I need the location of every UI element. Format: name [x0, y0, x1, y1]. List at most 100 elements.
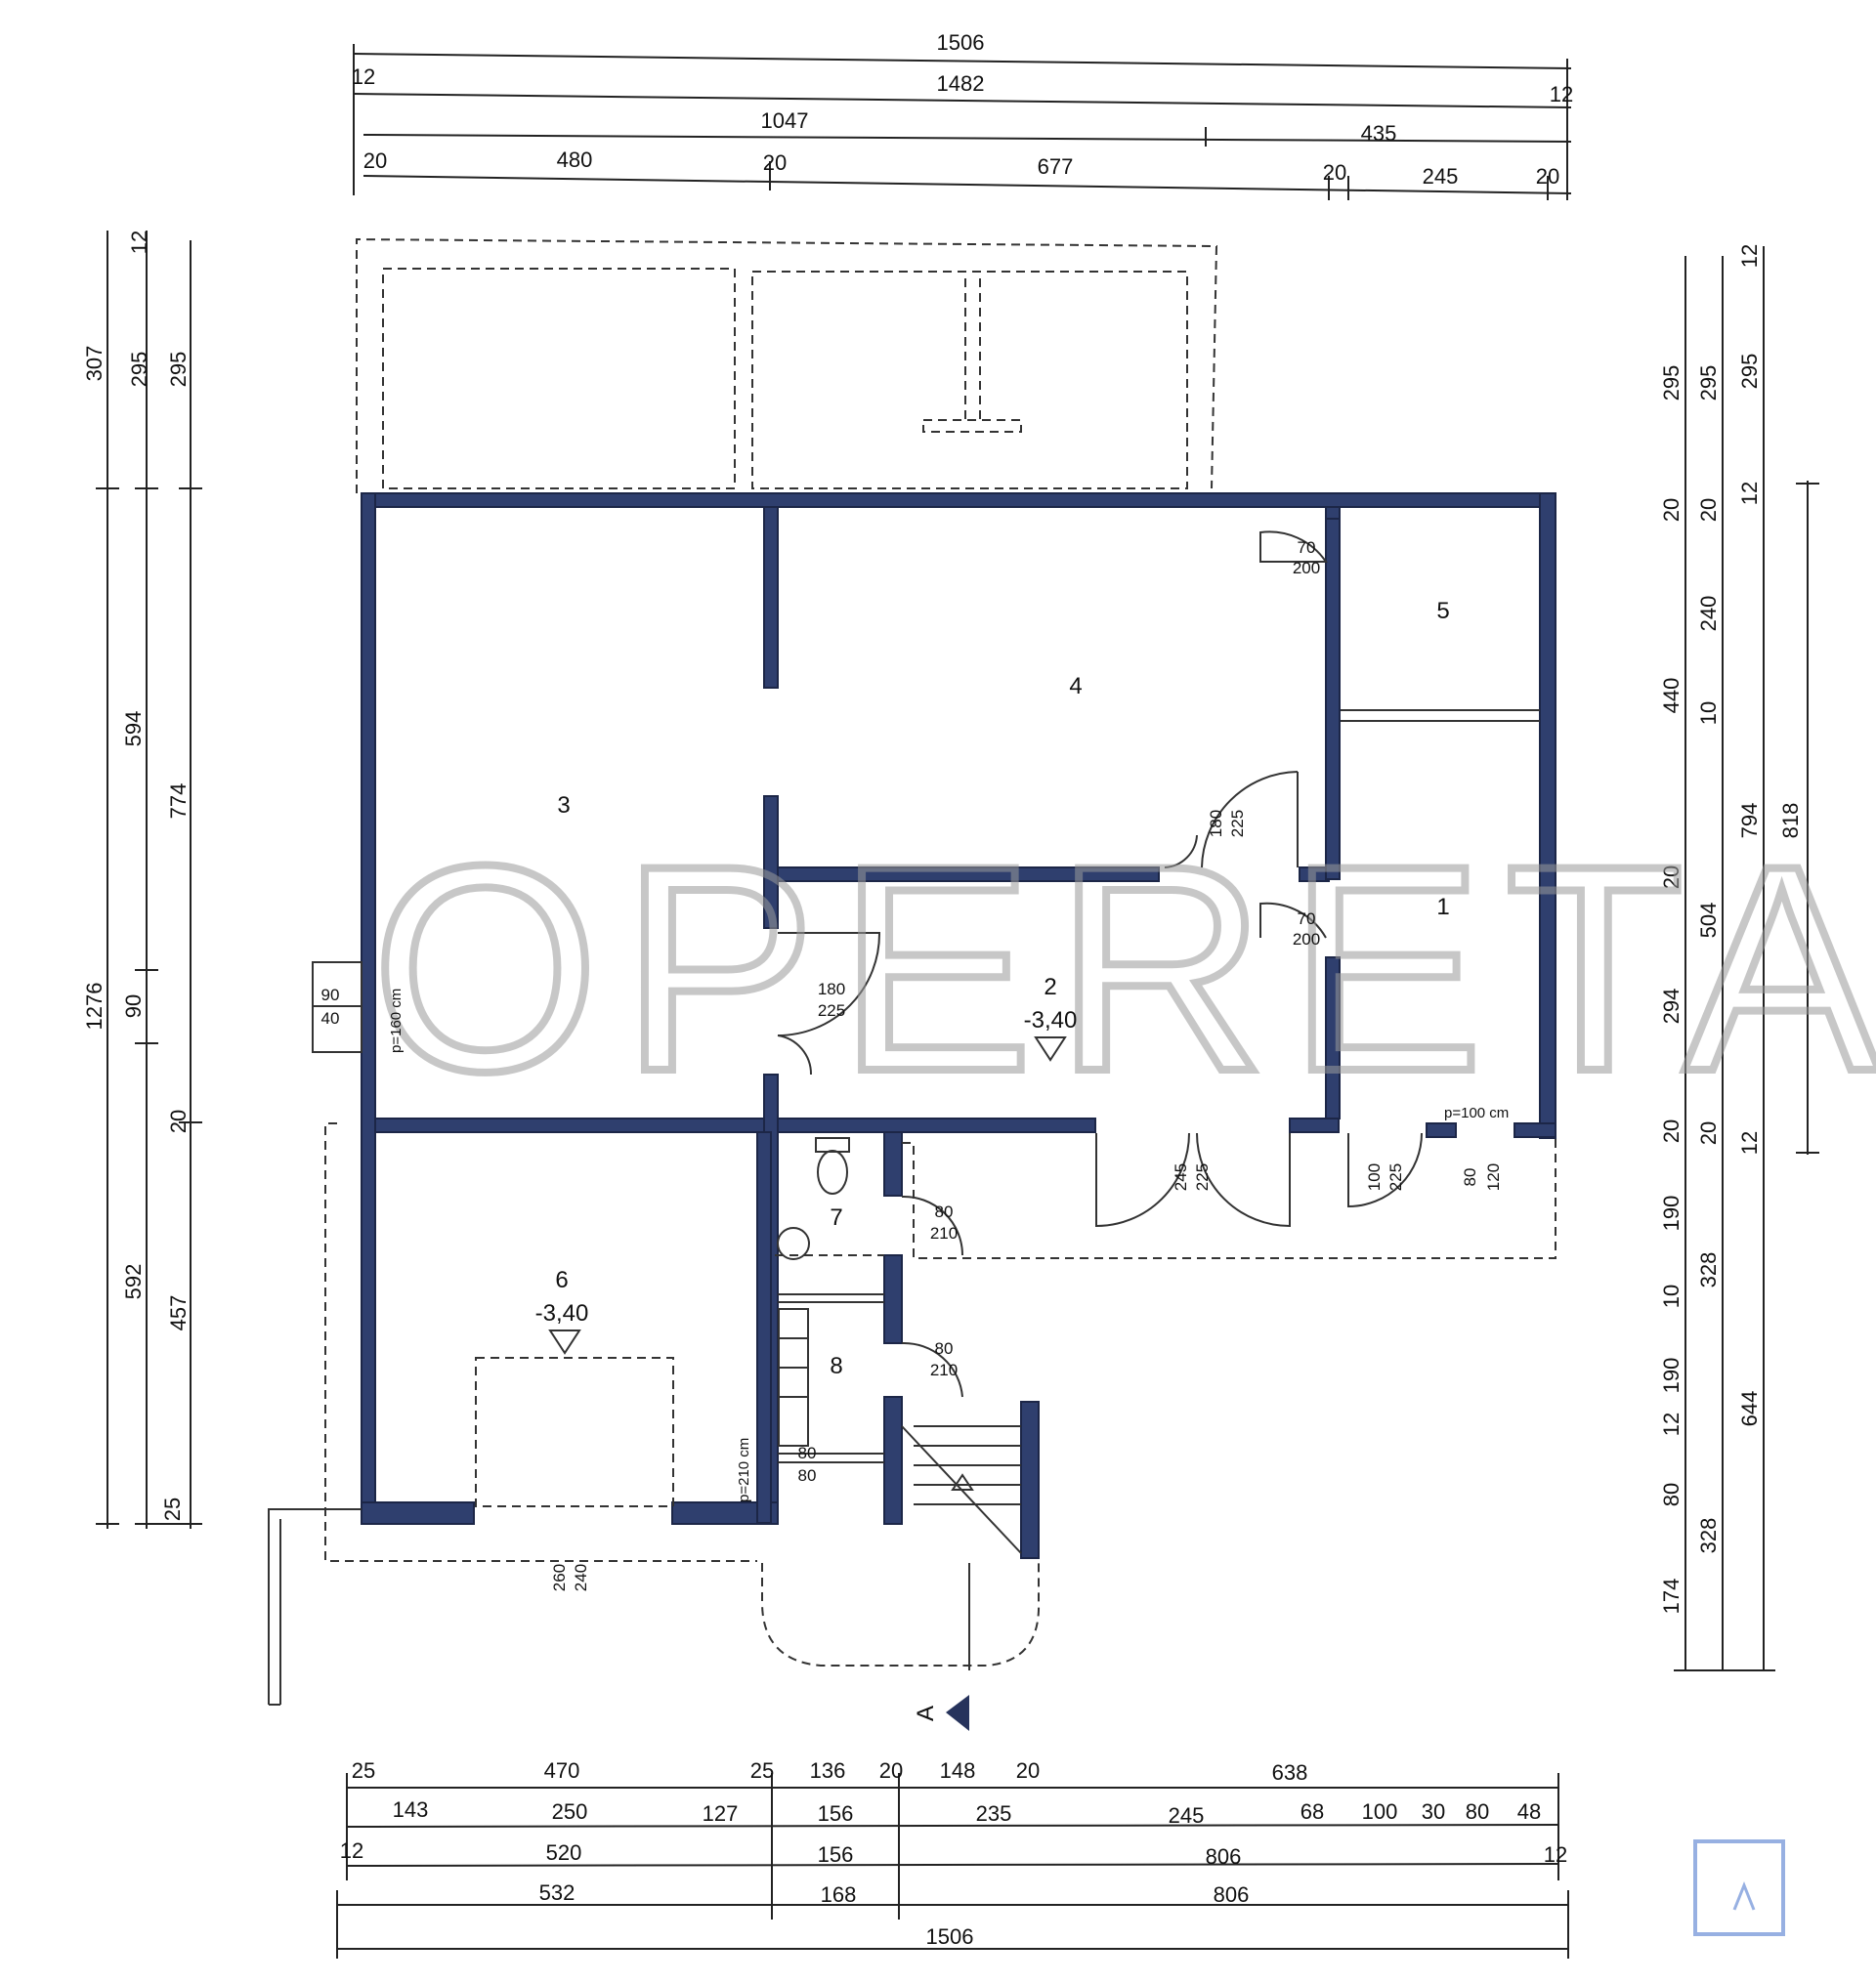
- dim-bottom-22: 156: [818, 1842, 854, 1867]
- dim-bottom-11: 127: [703, 1801, 739, 1826]
- dim-bottom-7: 20: [1016, 1758, 1040, 1783]
- toilet-fixture: [777, 1137, 850, 1260]
- dim-bottom-21: 520: [546, 1840, 582, 1865]
- dim-left-3: 90: [121, 994, 146, 1018]
- room-label-7: 7: [830, 1204, 842, 1231]
- opening-10-note: p=100 cm: [1444, 1105, 1509, 1121]
- opening-7-h: 225: [1193, 1163, 1212, 1191]
- terrace-outline: [356, 237, 1218, 493]
- dim-left-4: 592: [121, 1264, 146, 1300]
- dim-top-13: 20: [1536, 164, 1559, 189]
- opening-4-w: 180: [818, 980, 845, 998]
- dim-top-5: 1047: [761, 108, 809, 133]
- walls: [361, 492, 1556, 1559]
- dim-right-19: 328: [1696, 1252, 1721, 1288]
- dim-left-1: 307: [82, 346, 107, 382]
- opening-12-h: 210: [930, 1361, 958, 1379]
- dimension-chain-bottom: 25 470 25 136 20 148 20 638 143 250 127 …: [336, 1758, 1569, 1959]
- opening-3-h: 200: [1293, 930, 1320, 949]
- opening-13-h: 80: [798, 1466, 817, 1485]
- dim-right-23: 12: [1737, 482, 1762, 505]
- room-label-6: 6: [555, 1267, 568, 1293]
- stamp: [1693, 1839, 1785, 1936]
- dim-bottom-2: 470: [544, 1758, 580, 1783]
- dim-bottom-24: 12: [1544, 1842, 1567, 1867]
- dim-bottom-9: 143: [393, 1797, 429, 1822]
- dim-right-8: 10: [1659, 1285, 1684, 1308]
- dim-bottom-16: 100: [1362, 1799, 1398, 1824]
- staircase: [901, 1425, 1022, 1554]
- dim-bottom-8: 638: [1272, 1760, 1308, 1785]
- room-labels: 1 2 -3,40 3 4 5 6 -3,40 7 8: [535, 598, 1450, 1379]
- opening-8-w: 100: [1365, 1163, 1384, 1191]
- dim-bottom-13: 235: [976, 1801, 1012, 1826]
- section-marker-a: A: [913, 1695, 969, 1731]
- opening-8-h: 225: [1386, 1163, 1405, 1191]
- opening-4-h: 225: [818, 1001, 845, 1020]
- dimension-chain-left: 307 594 90 592 1276 12 295 25 295 774 20…: [82, 231, 202, 1529]
- opening-3-w: 70: [1298, 909, 1316, 928]
- opening-5-h: 40: [321, 1009, 340, 1028]
- opening-15-w: 260: [550, 1564, 569, 1591]
- opening-6-note: p=160 cm: [388, 989, 405, 1053]
- dim-bottom-23: 806: [1206, 1844, 1242, 1869]
- dim-right-1: 295: [1659, 365, 1684, 401]
- watermark: OPERETA: [371, 804, 1876, 1132]
- dim-right-15: 240: [1696, 596, 1721, 632]
- section-label: A: [913, 1706, 939, 1721]
- dim-right-16: 10: [1696, 701, 1721, 725]
- dim-left-8: 25: [160, 1498, 185, 1521]
- dim-right-4: 20: [1659, 865, 1684, 889]
- opening-13-w: 80: [798, 1444, 817, 1462]
- dim-bottom-15: 68: [1300, 1799, 1324, 1824]
- dim-bottom-20: 12: [340, 1838, 363, 1863]
- dim-bottom-1: 25: [352, 1758, 375, 1783]
- dim-left-2: 594: [121, 711, 146, 747]
- dim-top-2: 12: [352, 64, 375, 89]
- dim-left-7: 295: [127, 352, 151, 388]
- dim-bottom-14: 245: [1169, 1803, 1205, 1828]
- dim-right-24: 794: [1737, 803, 1762, 839]
- room-label-2: 2: [1044, 974, 1056, 1000]
- dim-right-9: 190: [1659, 1358, 1684, 1394]
- dim-top-10: 677: [1038, 154, 1074, 179]
- room-level-2: -3,40: [1024, 1007, 1078, 1034]
- dimension-chain-top: 1506 12 1482 12 1047 435 20 480 20 677 2…: [352, 30, 1573, 200]
- dim-right-18: 20: [1696, 1121, 1721, 1145]
- dim-left-6: 12: [127, 231, 151, 254]
- dim-top-3: 1482: [937, 71, 985, 96]
- dim-right-21: 12: [1737, 244, 1762, 268]
- opening-14-note: p=210 cm: [736, 1438, 752, 1502]
- opening-5-w: 90: [321, 986, 340, 1004]
- dim-top-11: 20: [1323, 160, 1346, 185]
- dim-bottom-17: 30: [1422, 1799, 1445, 1824]
- level-markers: [548, 1036, 1067, 1355]
- dim-right-22: 295: [1737, 354, 1762, 390]
- dim-bottom-5: 20: [879, 1758, 903, 1783]
- dim-top-8: 480: [557, 148, 593, 172]
- dim-top-6: 435: [1361, 121, 1397, 146]
- dim-right-6: 20: [1659, 1119, 1684, 1143]
- dim-top-1: 1506: [937, 30, 985, 55]
- dim-bottom-10: 250: [552, 1799, 588, 1824]
- room-level-6: -3,40: [535, 1300, 589, 1327]
- room-label-1: 1: [1436, 894, 1449, 920]
- dim-left-9: 295: [166, 352, 191, 388]
- dimension-chain-right: 295 20 440 20 294 20 190 10 190 12 80 17…: [1659, 244, 1819, 1671]
- dim-right-7: 190: [1659, 1196, 1684, 1232]
- opening-15-h: 240: [572, 1564, 590, 1591]
- dim-bottom-6: 148: [940, 1758, 976, 1783]
- dim-right-25: 12: [1737, 1131, 1762, 1155]
- dim-left-12: 457: [166, 1295, 191, 1331]
- dim-left-10: 774: [166, 783, 191, 820]
- dim-bottom-4: 136: [810, 1758, 846, 1783]
- opening-1-h: 200: [1293, 559, 1320, 577]
- dim-right-11: 80: [1659, 1483, 1684, 1506]
- room-label-8: 8: [830, 1353, 842, 1379]
- dim-right-13: 295: [1696, 365, 1721, 401]
- dim-bottom-25: 532: [539, 1880, 576, 1905]
- dim-right-5: 294: [1659, 989, 1684, 1025]
- room-label-3: 3: [557, 792, 570, 819]
- dim-bottom-3: 25: [750, 1758, 774, 1783]
